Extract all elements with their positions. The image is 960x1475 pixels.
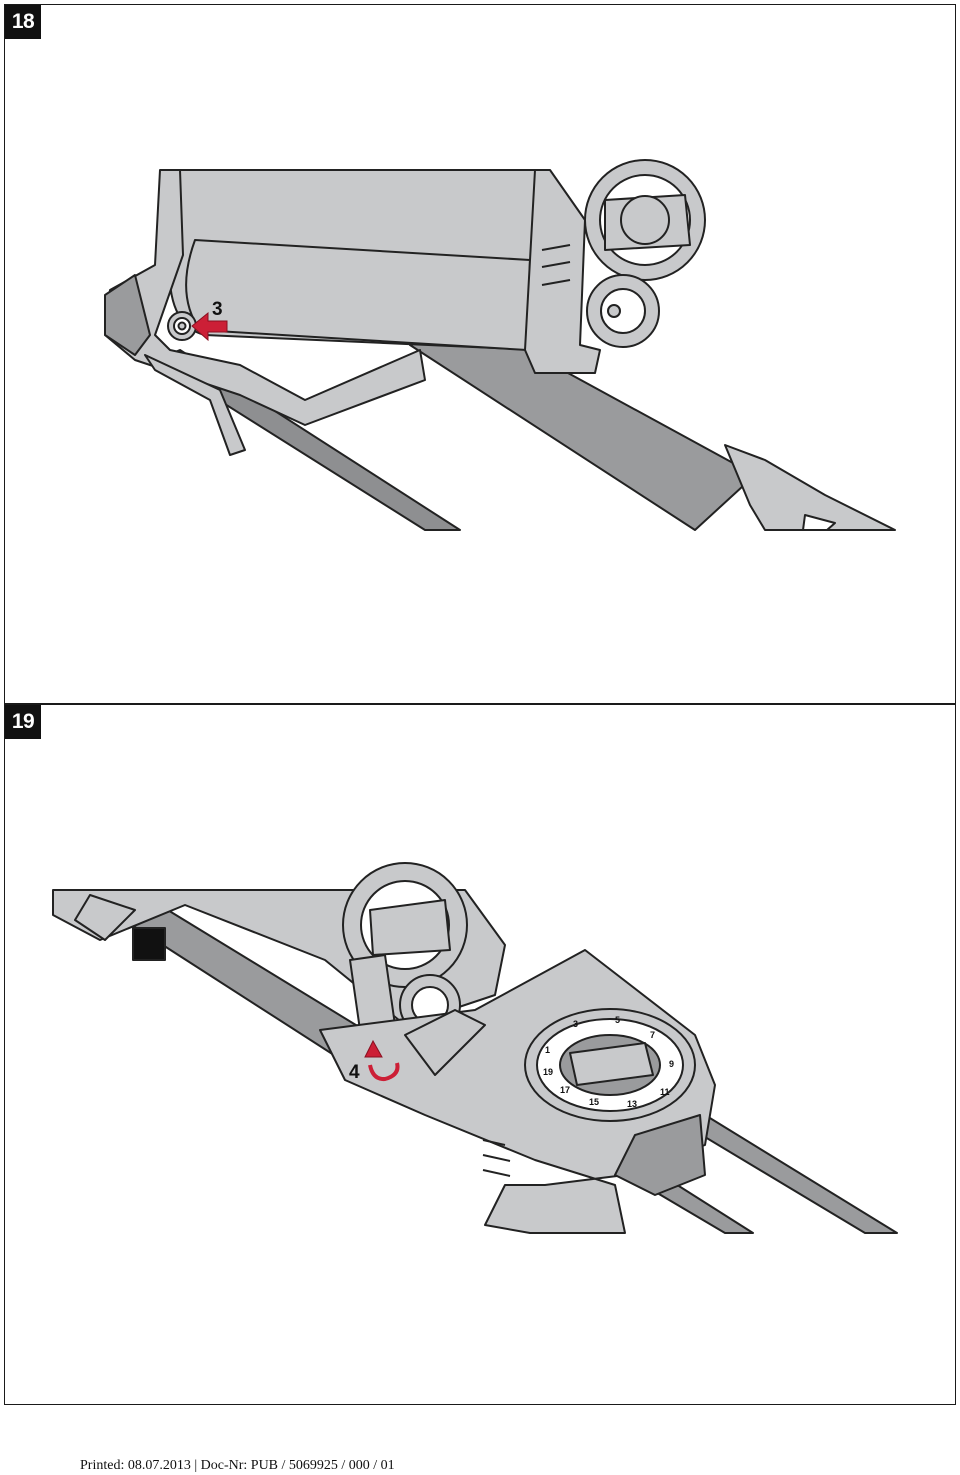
- rotate-arrow-icon: [368, 1062, 400, 1082]
- dial-label: 13: [627, 1099, 637, 1109]
- figure-18-callout: 3: [212, 299, 223, 320]
- figure-19-number: 19: [5, 705, 41, 739]
- push-arrow-icon: [191, 311, 228, 342]
- dial-label: 5: [615, 1015, 620, 1025]
- dial-label: 9: [669, 1059, 674, 1069]
- dial-label: 15: [589, 1097, 599, 1107]
- figure-18-panel: 18: [4, 4, 956, 704]
- dial-label: 19: [543, 1067, 553, 1077]
- dial-label: 7: [650, 1030, 655, 1040]
- dial-label: 1: [545, 1045, 550, 1055]
- figure-18-number: 18: [5, 5, 41, 39]
- figure-19-panel: 19: [4, 704, 956, 1405]
- rotate-arrow-head-icon: [364, 1039, 383, 1058]
- figure-18-illustration: 3: [104, 159, 896, 531]
- figure-19-callout: 4: [349, 1062, 360, 1083]
- footer-print-info: Printed: 08.07.2013 | Doc-Nr: PUB / 5069…: [80, 1458, 395, 1473]
- figure-19-illustration: 1 3 5 7 9 11 13 15 17 19 4: [52, 862, 898, 1234]
- dial-scale: 1 3 5 7 9 11 13 15 17 19: [543, 1015, 674, 1109]
- dial-label: 3: [573, 1019, 578, 1029]
- dial-label: 11: [660, 1087, 670, 1097]
- dial-label: 17: [560, 1085, 570, 1095]
